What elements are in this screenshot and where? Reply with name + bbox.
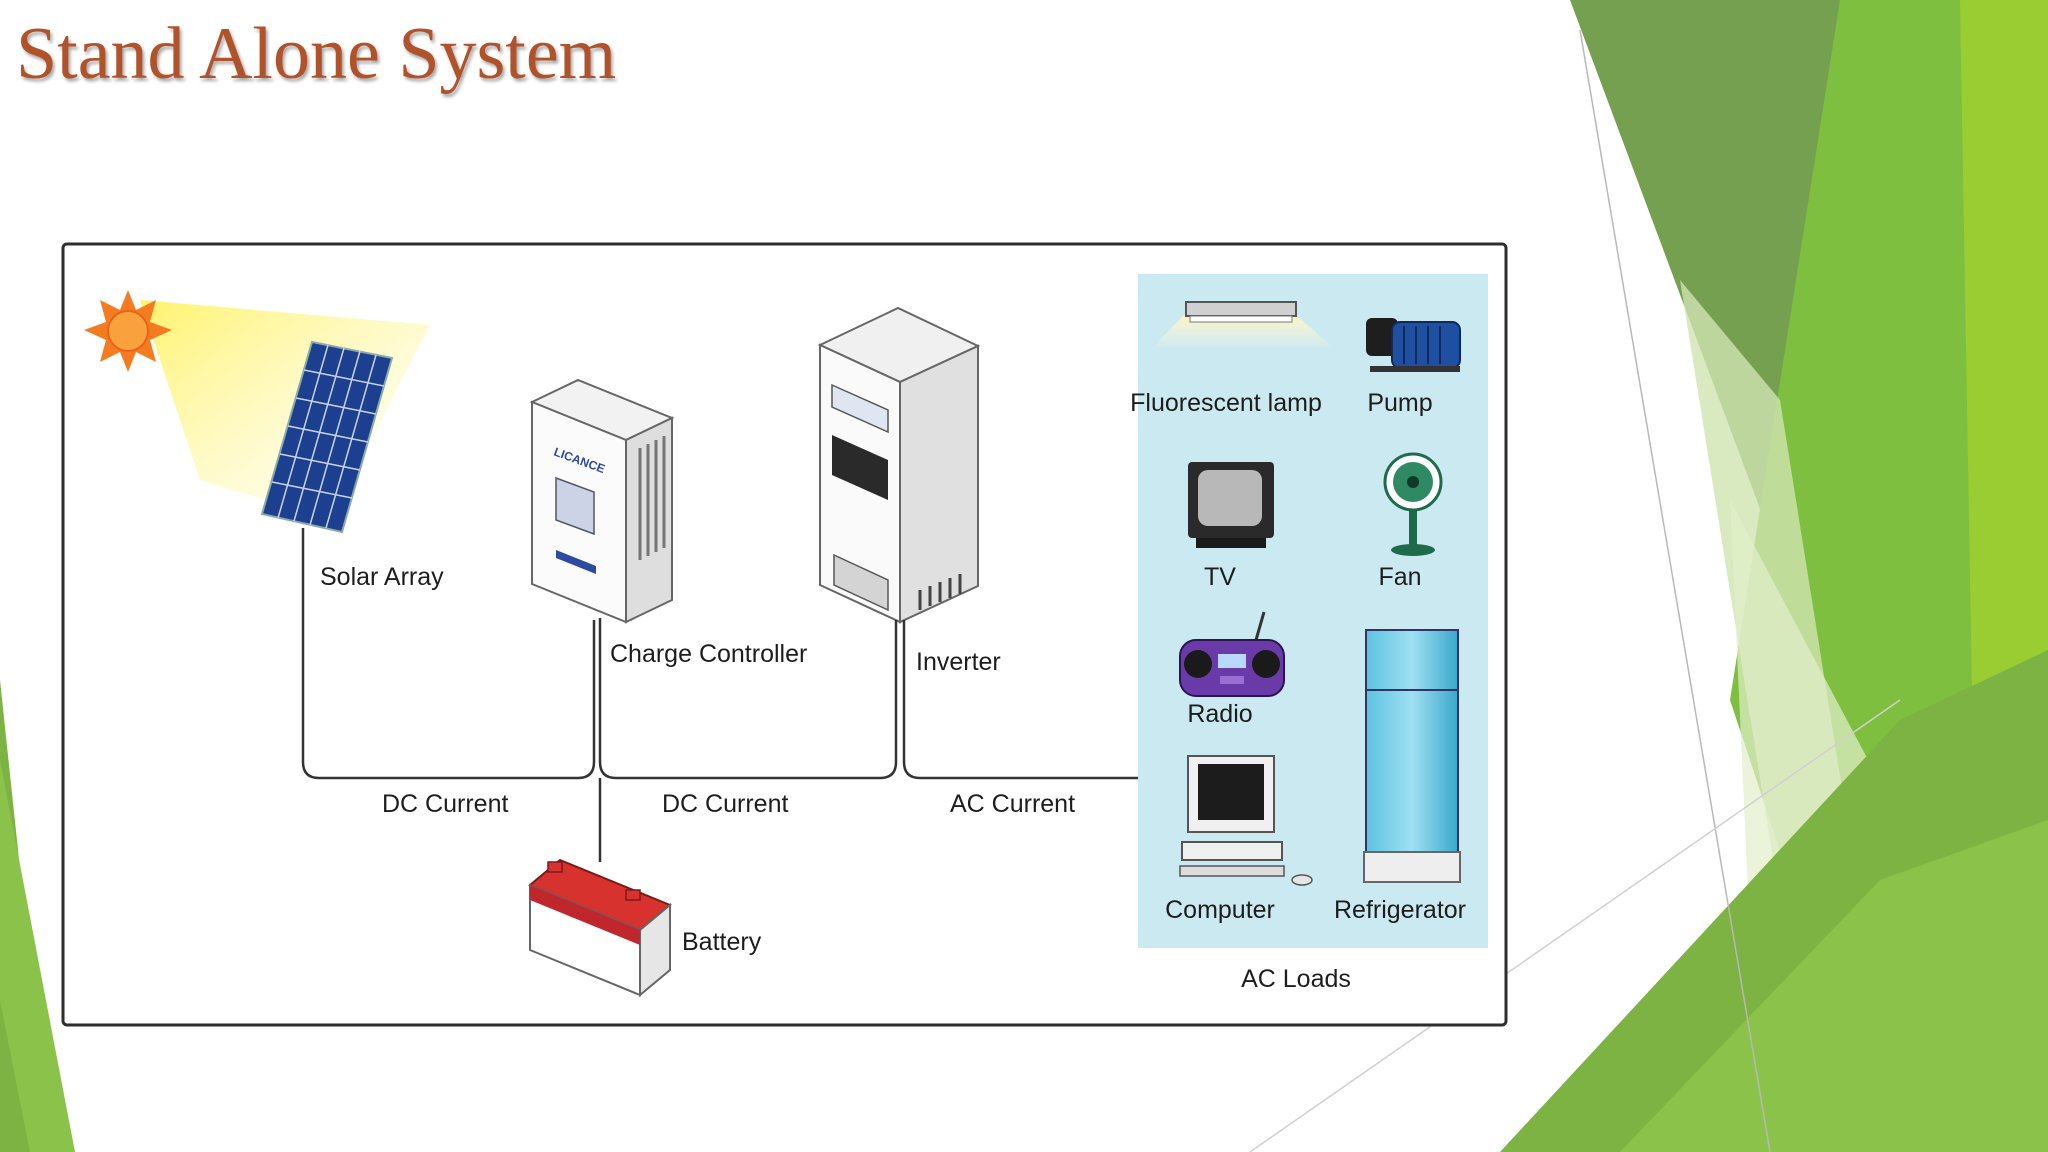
charge-controller-icon: LICANCE <box>529 378 675 624</box>
refrigerator-label: Refrigerator <box>1334 896 1466 924</box>
fan-label: Fan <box>1378 563 1421 591</box>
inverter-label: Inverter <box>916 648 1001 676</box>
wiring <box>301 528 1138 862</box>
tv-label: TV <box>1204 563 1236 591</box>
fan-icon <box>1383 452 1443 556</box>
dc-current-label-2: DC Current <box>662 790 788 818</box>
facet-left-2 <box>0 760 75 1152</box>
computer-icon <box>1179 755 1313 886</box>
ac-loads-label: AC Loads <box>1241 965 1351 993</box>
thin-line-2 <box>1249 699 1901 1152</box>
battery-icon <box>528 858 672 998</box>
sun-icon <box>84 290 172 372</box>
fluorescent-lamp-icon <box>1150 301 1336 350</box>
computer-label: Computer <box>1165 896 1275 924</box>
solar-array-label: Solar Array <box>320 563 444 591</box>
dc-wire-1 <box>301 528 596 780</box>
radio-icon <box>1179 611 1285 697</box>
facet-bottom-2 <box>1620 820 2048 1152</box>
ac-current-label: AC Current <box>950 790 1075 818</box>
fluorescent-lamp-label: Fluorescent lamp <box>1130 389 1322 417</box>
dc-current-label-1: DC Current <box>382 790 508 818</box>
charge-controller-label: Charge Controller <box>610 640 807 668</box>
refrigerator-icon <box>1363 629 1461 883</box>
battery-label: Battery <box>682 928 762 956</box>
ac-wire <box>902 620 1138 780</box>
pump-label: Pump <box>1367 389 1432 417</box>
solar-panel-icon <box>260 340 394 534</box>
inverter-icon <box>817 306 981 624</box>
thin-line <box>1579 29 1771 1152</box>
pump-icon <box>1366 318 1461 372</box>
tv-icon <box>1188 462 1274 548</box>
dc-wire-2 <box>598 618 898 780</box>
slide-title: Stand Alone System <box>16 13 617 95</box>
radio-label: Radio <box>1187 700 1252 728</box>
